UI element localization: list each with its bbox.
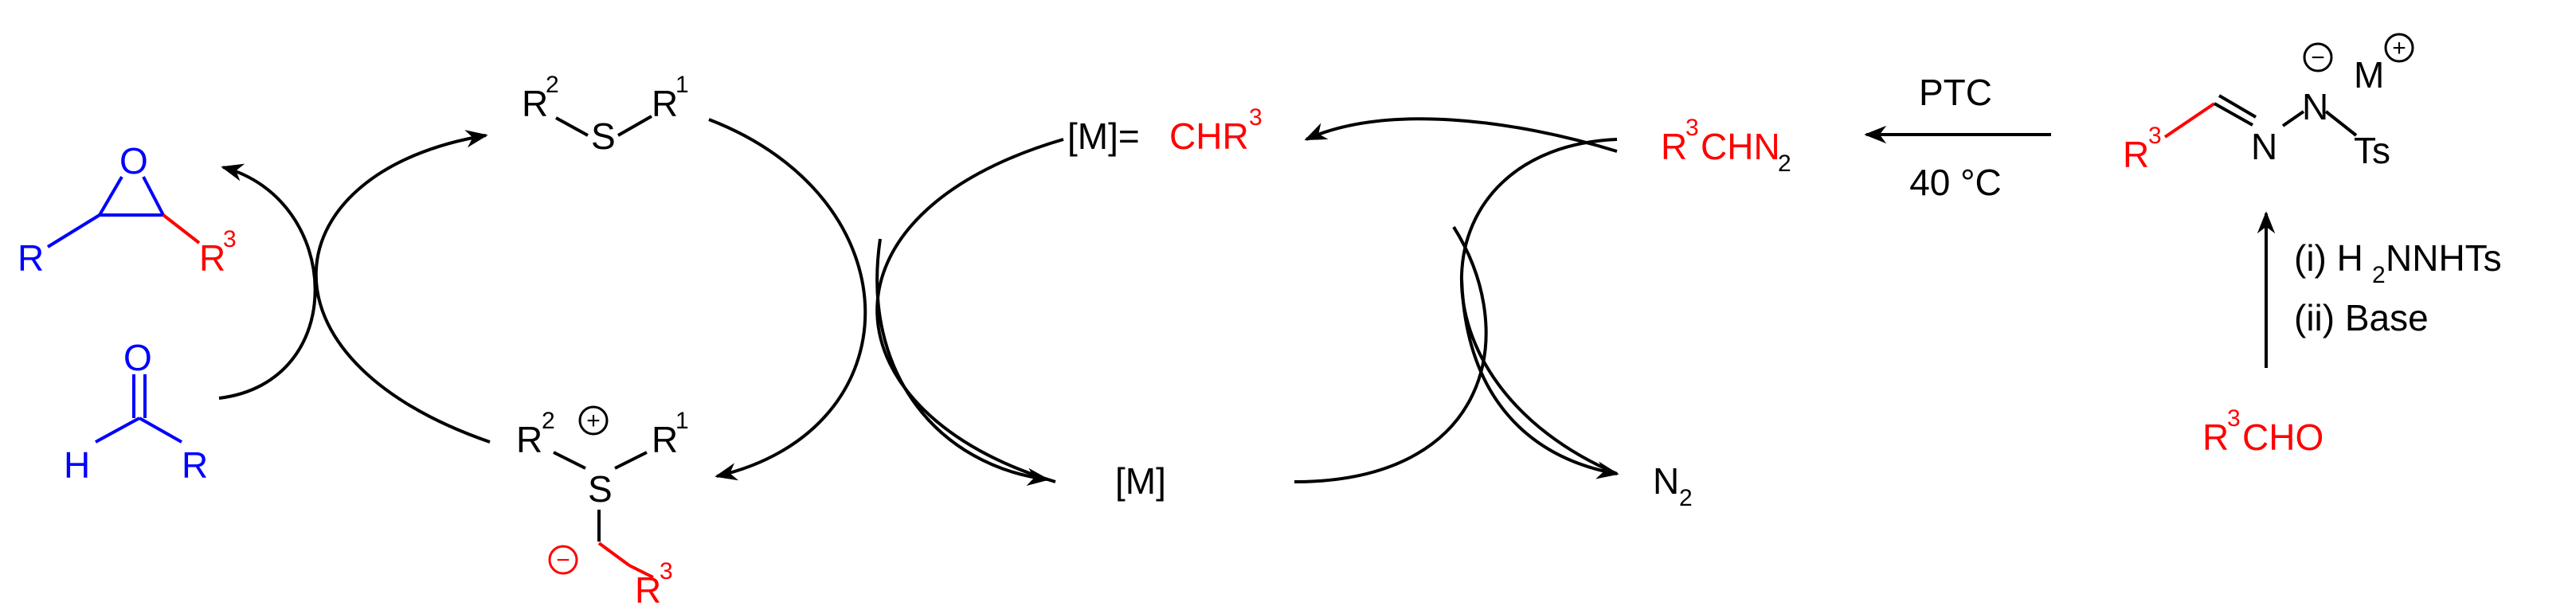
- hydrazone-minus-sign: −: [2311, 45, 2325, 71]
- step1-suffix: NNHTs: [2386, 237, 2502, 279]
- diazo-to-carbene-arrow: [1304, 117, 1618, 153]
- aldehyde-r: R: [182, 444, 208, 486]
- epoxide-oxygen: O: [119, 140, 148, 182]
- hydrazone-r3-superscript: 3: [2148, 123, 2162, 149]
- diazo-subscript: 2: [1778, 151, 1791, 177]
- condition-temperature: 40 °C: [1909, 162, 2002, 203]
- start-cho: CHO: [2242, 417, 2323, 458]
- diazo-cycle-left-arrow: [1459, 138, 1618, 475]
- nitrogen-gas: N 2: [1653, 460, 1693, 511]
- diazo-compound: R 3 CHN 2: [1661, 115, 1791, 177]
- metal-regeneration-arrow: [1294, 225, 1488, 483]
- start-r: R: [2202, 417, 2229, 458]
- ylide-r3: R: [635, 569, 661, 611]
- starting-aldehyde: R 3 CHO: [2202, 405, 2323, 458]
- ylide-minus-charge: [548, 545, 578, 575]
- start-superscript: 3: [2227, 405, 2241, 432]
- diazo-superscript: 3: [1685, 115, 1699, 141]
- sulfide-r2-superscript: 2: [546, 72, 559, 98]
- ylide-to-sulfide-arrow: [314, 130, 491, 444]
- ylide-r1-superscript: 1: [675, 408, 689, 434]
- metal-carbene: [M]= CHR 3: [1067, 104, 1263, 157]
- step1-prefix: (i) H: [2294, 237, 2363, 279]
- carbene-metal: [M]=: [1067, 115, 1140, 157]
- ylide-r3-superscript: 3: [660, 558, 673, 585]
- epoxide-r3: R: [199, 237, 225, 279]
- tosylhydrazone-salt: R 3 N N − M + Ts: [2123, 33, 2414, 175]
- sulfide-r2: R: [522, 83, 548, 124]
- diazo-chn: CHN: [1701, 126, 1780, 167]
- nitrogen-n: N: [1653, 460, 1679, 502]
- hydrazone-formation-steps: (i) H 2 NNHTs (ii) Base: [2294, 237, 2502, 338]
- epoxide: O R R 3: [18, 140, 237, 279]
- aldehyde-h: H: [64, 444, 90, 486]
- sulfide-to-ylide-arrow: [708, 118, 867, 481]
- step2-text: (ii) Base: [2294, 297, 2429, 338]
- step1-subscript: 2: [2372, 262, 2386, 288]
- hydrazone-n2: N: [2302, 86, 2328, 127]
- sulfide-r1: R: [652, 83, 678, 124]
- carbene-superscript: 3: [1249, 104, 1263, 131]
- ylide-r2-superscript: 2: [542, 408, 555, 434]
- hydrazone-r3: R: [2123, 134, 2149, 175]
- nitrogen-release-arrow: [1460, 278, 1619, 479]
- aldehyde-oxygen: O: [123, 337, 152, 378]
- ylide-plus-sign: +: [586, 408, 601, 434]
- hydrazone-metal: M: [2354, 54, 2384, 96]
- sulfonium-ylide: R 2 + R 1 S − R 3: [516, 405, 689, 611]
- ylide-r2: R: [516, 419, 542, 460]
- ylide-r1: R: [652, 419, 678, 460]
- sulfide-r1-superscript: 1: [675, 72, 689, 98]
- diazo-r: R: [1661, 126, 1687, 167]
- metal-catalyst: [M]: [1115, 460, 1166, 502]
- epoxide-r3-superscript: 3: [223, 226, 237, 252]
- nitrogen-subscript: 2: [1679, 485, 1693, 511]
- metal-to-carbene-arrow: [875, 138, 1064, 483]
- hydrazone-tosyl: Ts: [2354, 130, 2390, 171]
- epoxide-formation-arrow: [218, 163, 317, 400]
- sulfide-sulfur: S: [591, 115, 616, 157]
- ylide-sulfur: S: [588, 468, 613, 510]
- epoxide-r: R: [18, 237, 44, 279]
- hydrazone-plus-charge: [2384, 33, 2414, 63]
- ylide-minus-sign: −: [556, 547, 570, 573]
- carbene-chr: CHR: [1169, 115, 1249, 157]
- hydrazone-plus-sign: +: [2392, 35, 2406, 61]
- sulfide: R 2 S R 1: [522, 72, 689, 157]
- ylide-plus-charge: [578, 405, 609, 436]
- hydrazone-n1: N: [2251, 126, 2277, 167]
- aldehyde: O H R: [64, 337, 208, 486]
- carbene-to-metal-arrow: [875, 238, 1050, 486]
- hydrazone-minus-charge: [2303, 42, 2333, 72]
- condition-ptc: PTC: [1919, 72, 1992, 113]
